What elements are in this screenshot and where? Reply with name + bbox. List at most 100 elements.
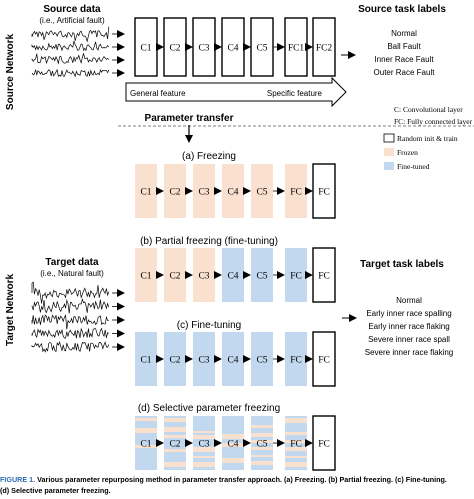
layer-label: C1 <box>140 440 151 450</box>
layer-c1: C1 <box>135 332 157 386</box>
layer-label: C2 <box>169 272 180 282</box>
caption-text-2: (d) Selective parameter freezing. <box>0 486 111 495</box>
layer-box <box>193 248 215 302</box>
panel-a-title: (a) Freezing <box>182 151 236 162</box>
frozen-stripe <box>164 427 186 432</box>
target-network-label: Target Network <box>5 274 16 346</box>
panel-c-title: (c) Fine-tuning <box>177 320 241 331</box>
layer-box <box>285 248 307 302</box>
layer-label: C5 <box>256 440 267 450</box>
legend-swatch-tuned <box>384 162 394 170</box>
layer-box <box>312 247 336 303</box>
frozen-stripe <box>193 447 215 452</box>
frozen-stripe <box>285 440 307 443</box>
frozen-stripe <box>164 462 186 467</box>
layer-c5: C5 <box>251 164 273 218</box>
frozen-stripe <box>285 447 307 451</box>
target-signal-waveforms <box>31 281 125 353</box>
target-label-3: Severe inner race spall <box>368 335 450 344</box>
waveform-row <box>31 327 110 339</box>
legend-swatch-random <box>383 133 395 143</box>
waveform-row <box>31 68 110 78</box>
frozen-stripe <box>222 443 244 447</box>
layer-box <box>164 332 186 386</box>
legend: Random init & train Frozen Fine-tuned <box>383 133 458 171</box>
layer-label: C3 <box>198 188 209 198</box>
layer-label: C5 <box>256 44 267 54</box>
caption-label: FIGURE 1. <box>0 475 35 484</box>
layer-box <box>135 248 157 302</box>
layer-label: C3 <box>198 440 209 450</box>
layer-fc: FC <box>312 415 336 471</box>
layer-fc: FC <box>285 164 307 218</box>
layer-c5: C5 <box>250 17 274 77</box>
feature-arrow <box>125 76 347 108</box>
panel-d-title: (d) Selective parameter freezing <box>138 403 280 414</box>
layer-label: C3 <box>198 272 209 282</box>
waveform-row <box>31 40 110 52</box>
layer-label: FC <box>318 356 330 366</box>
layer-c4: C4 <box>222 416 244 470</box>
layer-label: C5 <box>256 356 267 366</box>
legend-label-random: Random init & train <box>397 134 458 143</box>
layer-c3: C3 <box>193 248 215 302</box>
frozen-stripe <box>251 461 273 465</box>
layer-fc: FC <box>312 331 336 387</box>
layer-fc2: FC2 <box>312 17 336 77</box>
panel-b: C1 C2 C3 C4 C5 FC FC <box>135 247 336 303</box>
layer-c4: C4 <box>222 248 244 302</box>
frozen-stripe <box>222 434 244 439</box>
source-data-subtitle: (i.e., Artificial fault) <box>39 16 105 25</box>
layer-fc1: FC1 <box>284 17 308 77</box>
layer-box <box>222 332 244 386</box>
layer-c2: C2 <box>164 164 186 218</box>
layer-label: C3 <box>198 356 209 366</box>
layer-box <box>285 332 307 386</box>
layer-box <box>135 164 157 218</box>
layer-box <box>222 248 244 302</box>
legend-note-fc: FC: Fully connected layer <box>394 117 473 126</box>
layer-label: C4 <box>227 272 238 282</box>
layer-c5: C5 <box>251 332 273 386</box>
frozen-stripe <box>135 418 157 421</box>
layer-fc: FC <box>312 163 336 219</box>
specific-feature-label: Specific feature <box>267 89 323 98</box>
layer-box <box>285 164 307 218</box>
layer-label: C2 <box>169 188 180 198</box>
waveform-row <box>31 52 110 65</box>
frozen-stripe <box>193 462 215 467</box>
layer-box <box>312 163 336 219</box>
target-label-4: Severe inner race flaking <box>365 348 454 357</box>
layer-label: C4 <box>227 356 238 366</box>
layer-c4: C4 <box>222 164 244 218</box>
layer-fc: FC <box>312 247 336 303</box>
layer-box <box>164 248 186 302</box>
layer-label: C1 <box>140 188 151 198</box>
frozen-stripe <box>164 418 186 422</box>
layer-c5: C5 <box>251 248 273 302</box>
target-label-0: Normal <box>396 296 422 305</box>
layer-label: FC <box>290 272 302 282</box>
layer-label: C1 <box>140 356 151 366</box>
layer-fc: FC <box>285 332 307 386</box>
layer-label: FC <box>290 188 302 198</box>
layer-label: C1 <box>140 272 151 282</box>
legend-label-tuned: Fine-tuned <box>397 162 430 171</box>
waveform-row <box>31 26 110 43</box>
layer-box <box>251 332 273 386</box>
layer-label: C5 <box>256 188 267 198</box>
waveform-row <box>31 281 110 304</box>
target-task-title: Target task labels <box>360 259 444 270</box>
source-task-title: Source task labels <box>358 4 446 15</box>
layer-label: C3 <box>198 44 209 54</box>
layer-label: C4 <box>227 44 238 54</box>
frozen-stripe <box>164 435 186 438</box>
layer-label: FC1 <box>288 44 305 54</box>
legend-note-conv: C: Convolutional layer <box>394 105 463 114</box>
layer-label: C4 <box>227 188 238 198</box>
frozen-stripe <box>135 445 157 448</box>
